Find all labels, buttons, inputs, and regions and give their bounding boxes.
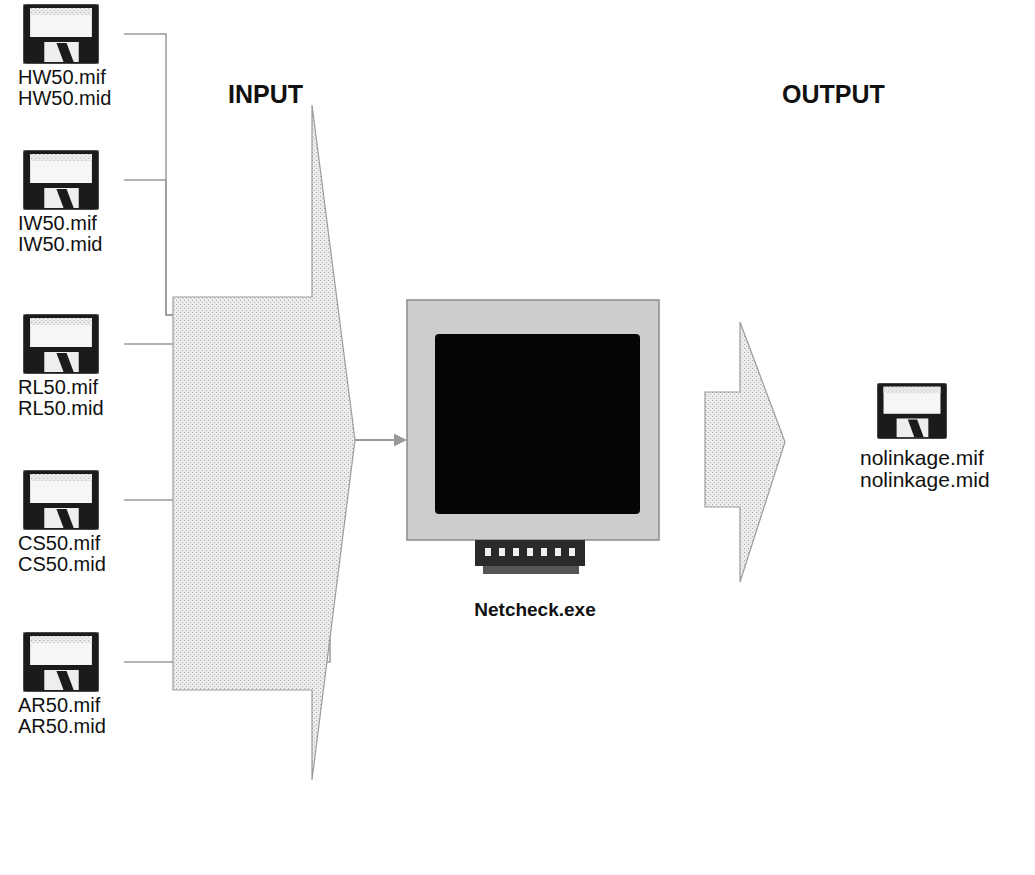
file-name: IW50.mif [18,213,97,234]
disk-slot [56,43,73,62]
stage-label: OUTPUT [782,80,885,109]
file-name: CS50.mid [18,554,106,575]
disk-slot [56,353,73,372]
disk-slot [56,189,73,208]
floppy-icon [23,632,99,692]
disk-label [30,636,92,665]
file-node: CS50.mifCS50.mid [14,470,124,575]
stage-label: INPUT [228,80,303,109]
file-name: AR50.mif [18,695,100,716]
monitor-base [475,540,585,566]
monitor-icon [405,298,665,578]
disk-label-texture [884,387,941,394]
file-name: nolinkage.mid [860,469,990,491]
file-name: AR50.mid [18,716,106,737]
disk-slot [56,671,73,690]
disk-shutter [44,508,78,528]
floppy-icon [23,470,99,530]
monitor-key [541,548,547,556]
file-node: IW50.mifIW50.mid [14,150,124,255]
disk-label [30,318,92,347]
disk-label-texture [30,154,92,161]
file-node: AR50.mifAR50.mid [14,632,124,737]
disk-shutter [44,670,78,690]
file-name: IW50.mid [18,234,102,255]
monitor-stand [483,566,579,574]
disk-slot [908,419,924,437]
file-node: HW50.mifHW50.mid [14,4,124,109]
disk-shutter [44,188,78,208]
monitor-key [569,548,575,556]
file-name: RL50.mid [18,398,104,419]
monitor-key [555,548,561,556]
monitor-key [485,548,491,556]
file-node: RL50.mifRL50.mid [14,314,124,419]
disk-label-texture [30,474,92,481]
disk-body [23,314,99,374]
file-node: nolinkage.mifnolinkage.mid [856,383,1026,491]
floppy-icon [23,4,99,64]
disk-body [23,632,99,692]
disk-body [23,470,99,530]
file-name: HW50.mif [18,67,106,88]
disk-body [23,150,99,210]
disk-label [30,154,92,183]
monitor-key [499,548,505,556]
input-block-arrow [173,105,355,780]
monitor-frame [407,300,659,540]
disk-shutter [44,352,78,372]
file-name: nolinkage.mif [860,447,984,469]
disk-slot [56,509,73,528]
disk-label [30,8,92,37]
monitor-screen [435,334,640,514]
disk-shutter [897,418,929,437]
monitor-key [527,548,533,556]
disk-label-texture [30,8,92,15]
file-name: Netcheck.exe [474,600,595,620]
file-name: CS50.mif [18,533,100,554]
disk-label [30,474,92,503]
disk-label-texture [30,318,92,325]
file-name: RL50.mif [18,377,98,398]
floppy-icon [23,314,99,374]
disk-body [23,4,99,64]
disk-label-texture [30,636,92,643]
floppy-icon [877,383,947,439]
floppy-icon [23,150,99,210]
output-block-arrow [705,322,785,582]
disk-body [877,383,947,439]
program-node: Netcheck.exe [405,298,665,620]
file-name: HW50.mid [18,88,111,109]
disk-label [884,387,941,414]
disk-shutter [44,42,78,62]
monitor-key [513,548,519,556]
